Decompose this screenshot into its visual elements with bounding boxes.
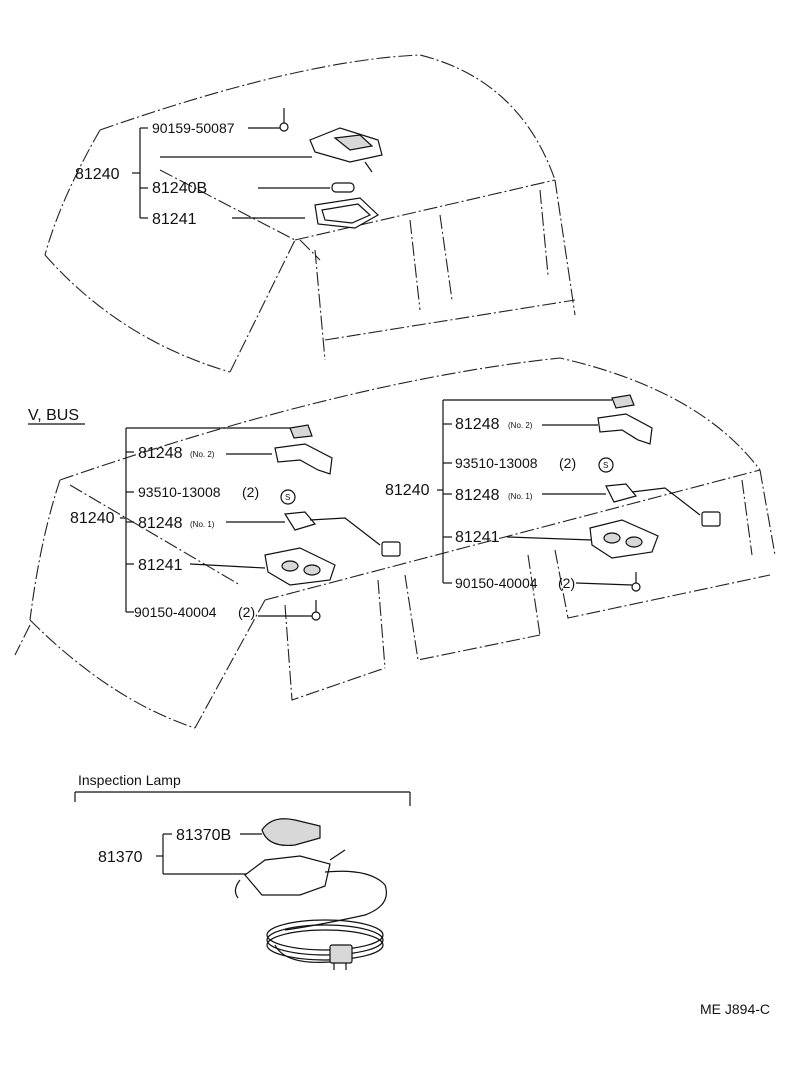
screw-icon: [279, 108, 289, 132]
right-part-screw-qty: (2): [559, 455, 576, 471]
inspection-lamp-title: Inspection Lamp: [78, 772, 181, 788]
inspection-part-bulb-cover: 81370B: [176, 827, 231, 844]
inspection-assembly-label: 81370: [98, 849, 143, 866]
right-part-screw: 93510-13008: [455, 455, 538, 471]
right-parts-tree: 81240 81248 (No. 2) 93510-13008 (2) S 81…: [385, 399, 633, 591]
right-marker-s: S: [603, 461, 608, 470]
right-part-bracket-no1: 81248: [455, 487, 500, 504]
right-bracket-no2-icon: [597, 413, 653, 445]
right-part-lens: 81241: [455, 529, 500, 546]
left-part-bolt-qty: (2): [238, 604, 255, 620]
top-part-lens: 81241: [152, 211, 197, 228]
right-pad-icon: [611, 394, 635, 409]
left-bracket-no1-icon: [283, 511, 401, 557]
section-title-v-bus: V, BUS: [28, 407, 79, 424]
left-bracket-no2-icon: [274, 443, 333, 475]
left-part-bracket-no2: 81248: [138, 445, 183, 462]
right-bolt-icon: [631, 572, 641, 592]
left-assembly-label: 81240: [70, 510, 115, 527]
left-part-bracket-no2-note: (No. 2): [190, 450, 215, 459]
lamp-housing-icon: [309, 127, 383, 173]
top-vehicle-roof: [44, 54, 576, 373]
top-part-bulb: 81240B: [152, 180, 207, 197]
middle-vehicle-roof: [14, 357, 776, 729]
right-part-bracket-no2: 81248: [455, 416, 500, 433]
bulb-icon: [331, 182, 355, 193]
right-part-bolt-qty: (2): [558, 575, 575, 591]
left-part-bracket-no1-note: (No. 1): [190, 520, 215, 529]
left-marker-s: S: [285, 493, 290, 502]
left-part-screw: 93510-13008: [138, 484, 221, 500]
right-lens-icon: [589, 519, 659, 559]
top-assembly-label: 81240: [75, 166, 120, 183]
right-assembly-label: 81240: [385, 482, 430, 499]
top-part-screw: 90159-50087: [152, 120, 235, 136]
lens-icon: [314, 197, 380, 229]
right-part-bolt: 90150-40004: [455, 575, 538, 591]
inspection-lamp-section: Inspection Lamp 81370 81370B: [74, 772, 411, 875]
top-parts-tree: 81240 90159-50087 81240B 81241: [75, 120, 330, 228]
left-part-bracket-no1: 81248: [138, 515, 183, 532]
left-parts-tree: 81240 81248 (No. 2) 93510-13008 (2) S 81…: [70, 427, 312, 620]
right-part-bracket-no2-note: (No. 2): [508, 421, 533, 430]
left-part-screw-qty: (2): [242, 484, 259, 500]
diagram-code: ME J894-C: [700, 1001, 770, 1017]
left-part-lens: 81241: [138, 557, 183, 574]
inspection-bulb-cover-icon: [261, 818, 321, 847]
left-lens-icon: [264, 547, 336, 586]
left-pad-icon: [289, 424, 313, 439]
right-bracket-no1-icon: [605, 483, 721, 527]
left-part-bolt: 90150-40004: [134, 604, 217, 620]
right-part-bracket-no1-note: (No. 1): [508, 492, 533, 501]
inspection-lamp-icon: [234, 849, 387, 970]
left-bolt-icon: [311, 600, 321, 621]
